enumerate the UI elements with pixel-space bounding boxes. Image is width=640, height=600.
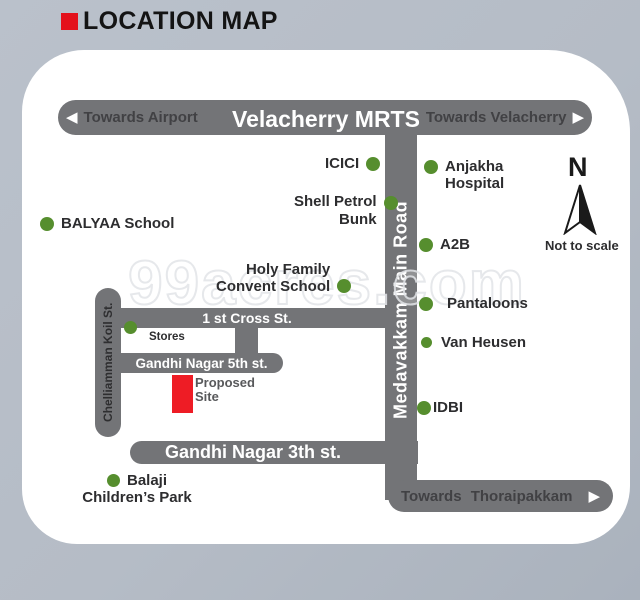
road-gandhi-nagar-5th-label: Gandhi Nagar 5th st.: [135, 355, 268, 371]
north-label: N: [568, 152, 588, 182]
road-1st-cross: 1 st Cross St.: [104, 308, 390, 328]
a2b-label: A2B: [440, 236, 471, 253]
road-gandhi-nagar-3rd: Gandhi Nagar 3th st.: [130, 441, 418, 464]
green-dot-icon: [106, 474, 120, 487]
green-dot-icon: [419, 296, 433, 311]
idbi-label: IDBI: [433, 399, 463, 416]
anjakha-label-line2: Hospital: [445, 175, 505, 192]
green-dot-icon: [419, 237, 433, 252]
landmark-holy-family-convent-school: Holy Family Convent School: [216, 261, 352, 295]
road-medavakkam-label: Medavakkam Main Road: [390, 200, 411, 420]
shell-label-line1: Shell Petrol: [294, 193, 377, 210]
green-dot-icon: [421, 337, 432, 348]
road-medavakkam-main: Medavakkam Main Road: [385, 120, 417, 500]
velacherry-mrts-label: Velacherry MRTS: [232, 106, 420, 132]
landmark-balyaa-school: BALYAA School: [40, 215, 174, 232]
road-1st-cross-label: 1 st Cross St.: [202, 310, 292, 326]
road-gandhi-nagar-5th: Gandhi Nagar 5th st.: [120, 353, 283, 373]
green-dot-icon: [40, 216, 54, 231]
left-arrow-icon: ◀: [66, 109, 78, 126]
landmark-stores: Stores: [149, 329, 185, 346]
green-dot-icon: [424, 160, 438, 174]
landmark-a2b: A2B: [419, 236, 470, 253]
landmark-icici: ICICI: [325, 155, 381, 172]
balaji-label-line1: Balaji: [126, 472, 168, 489]
stores-label: Stores: [149, 331, 185, 343]
holy-family-label-line2: Convent School: [216, 278, 331, 295]
landmark-balaji-childrens-park: Balaji Children’s Park: [70, 472, 204, 506]
van-heusen-label: Van Heusen: [441, 334, 527, 351]
green-dot-icon: [417, 400, 431, 415]
road-chelliamman-label: Chelliamman Koil St.: [101, 302, 115, 423]
green-dot-icon: [383, 196, 398, 210]
towards-airport-label: Towards Airport: [83, 109, 198, 126]
landmark-shell-petrol-bunk: Shell Petrol Bunk: [294, 193, 398, 229]
north-arrow-icon: [560, 183, 600, 240]
proposed-site-marker: [172, 375, 193, 413]
road-thoraipakkam: Towards Thoraipakkam ▶: [388, 480, 613, 512]
landmark-anjakha-hospital: Anjakha Hospital: [424, 158, 504, 192]
proposed-site-label: Proposed Site: [195, 375, 255, 404]
shell-label-line2: Bunk: [339, 211, 377, 228]
landmark-van-heusen: Van Heusen: [421, 334, 526, 351]
holy-family-label-line1: Holy Family: [245, 261, 331, 278]
balaji-label-line2: Children’s Park: [82, 489, 192, 506]
towards-velacherry-group: Towards Velacherry ▶: [426, 109, 584, 126]
map-card: Medavakkam Main Road ◀ Towards Airport T…: [22, 50, 630, 544]
red-square-icon: [61, 13, 78, 30]
towards-thoraipakkam-label: Towards Thoraipakkam: [401, 487, 573, 505]
green-dot-icon: [124, 321, 137, 334]
road-connector: [235, 324, 258, 356]
balyaa-label: BALYAA School: [61, 215, 175, 232]
anjakha-label-line1: Anjakha: [445, 158, 504, 175]
road-chelliamman-koil: Chelliamman Koil St.: [95, 288, 121, 437]
green-dot-icon: [337, 279, 352, 293]
road-gandhi-nagar-3rd-label: Gandhi Nagar 3th st.: [164, 442, 342, 462]
icici-label: ICICI: [325, 155, 360, 172]
landmark-idbi: IDBI: [417, 399, 463, 416]
page-title: LOCATION MAP: [83, 7, 278, 35]
towards-airport-group: ◀ Towards Airport: [66, 109, 198, 126]
green-dot-icon: [366, 156, 381, 171]
landmark-pantaloons: Pantaloons: [419, 295, 528, 312]
page-header: LOCATION MAP: [61, 7, 278, 36]
right-arrow-icon: ▶: [572, 109, 584, 126]
not-to-scale-note: Not to scale: [545, 238, 619, 253]
road-velacherry-mrts: ◀ Towards Airport Towards Velacherry ▶: [58, 100, 592, 135]
thoraipakkam-arrow-icon: ▶: [588, 487, 600, 505]
towards-velacherry-label: Towards Velacherry: [425, 109, 567, 126]
pantaloons-label: Pantaloons: [447, 295, 528, 312]
